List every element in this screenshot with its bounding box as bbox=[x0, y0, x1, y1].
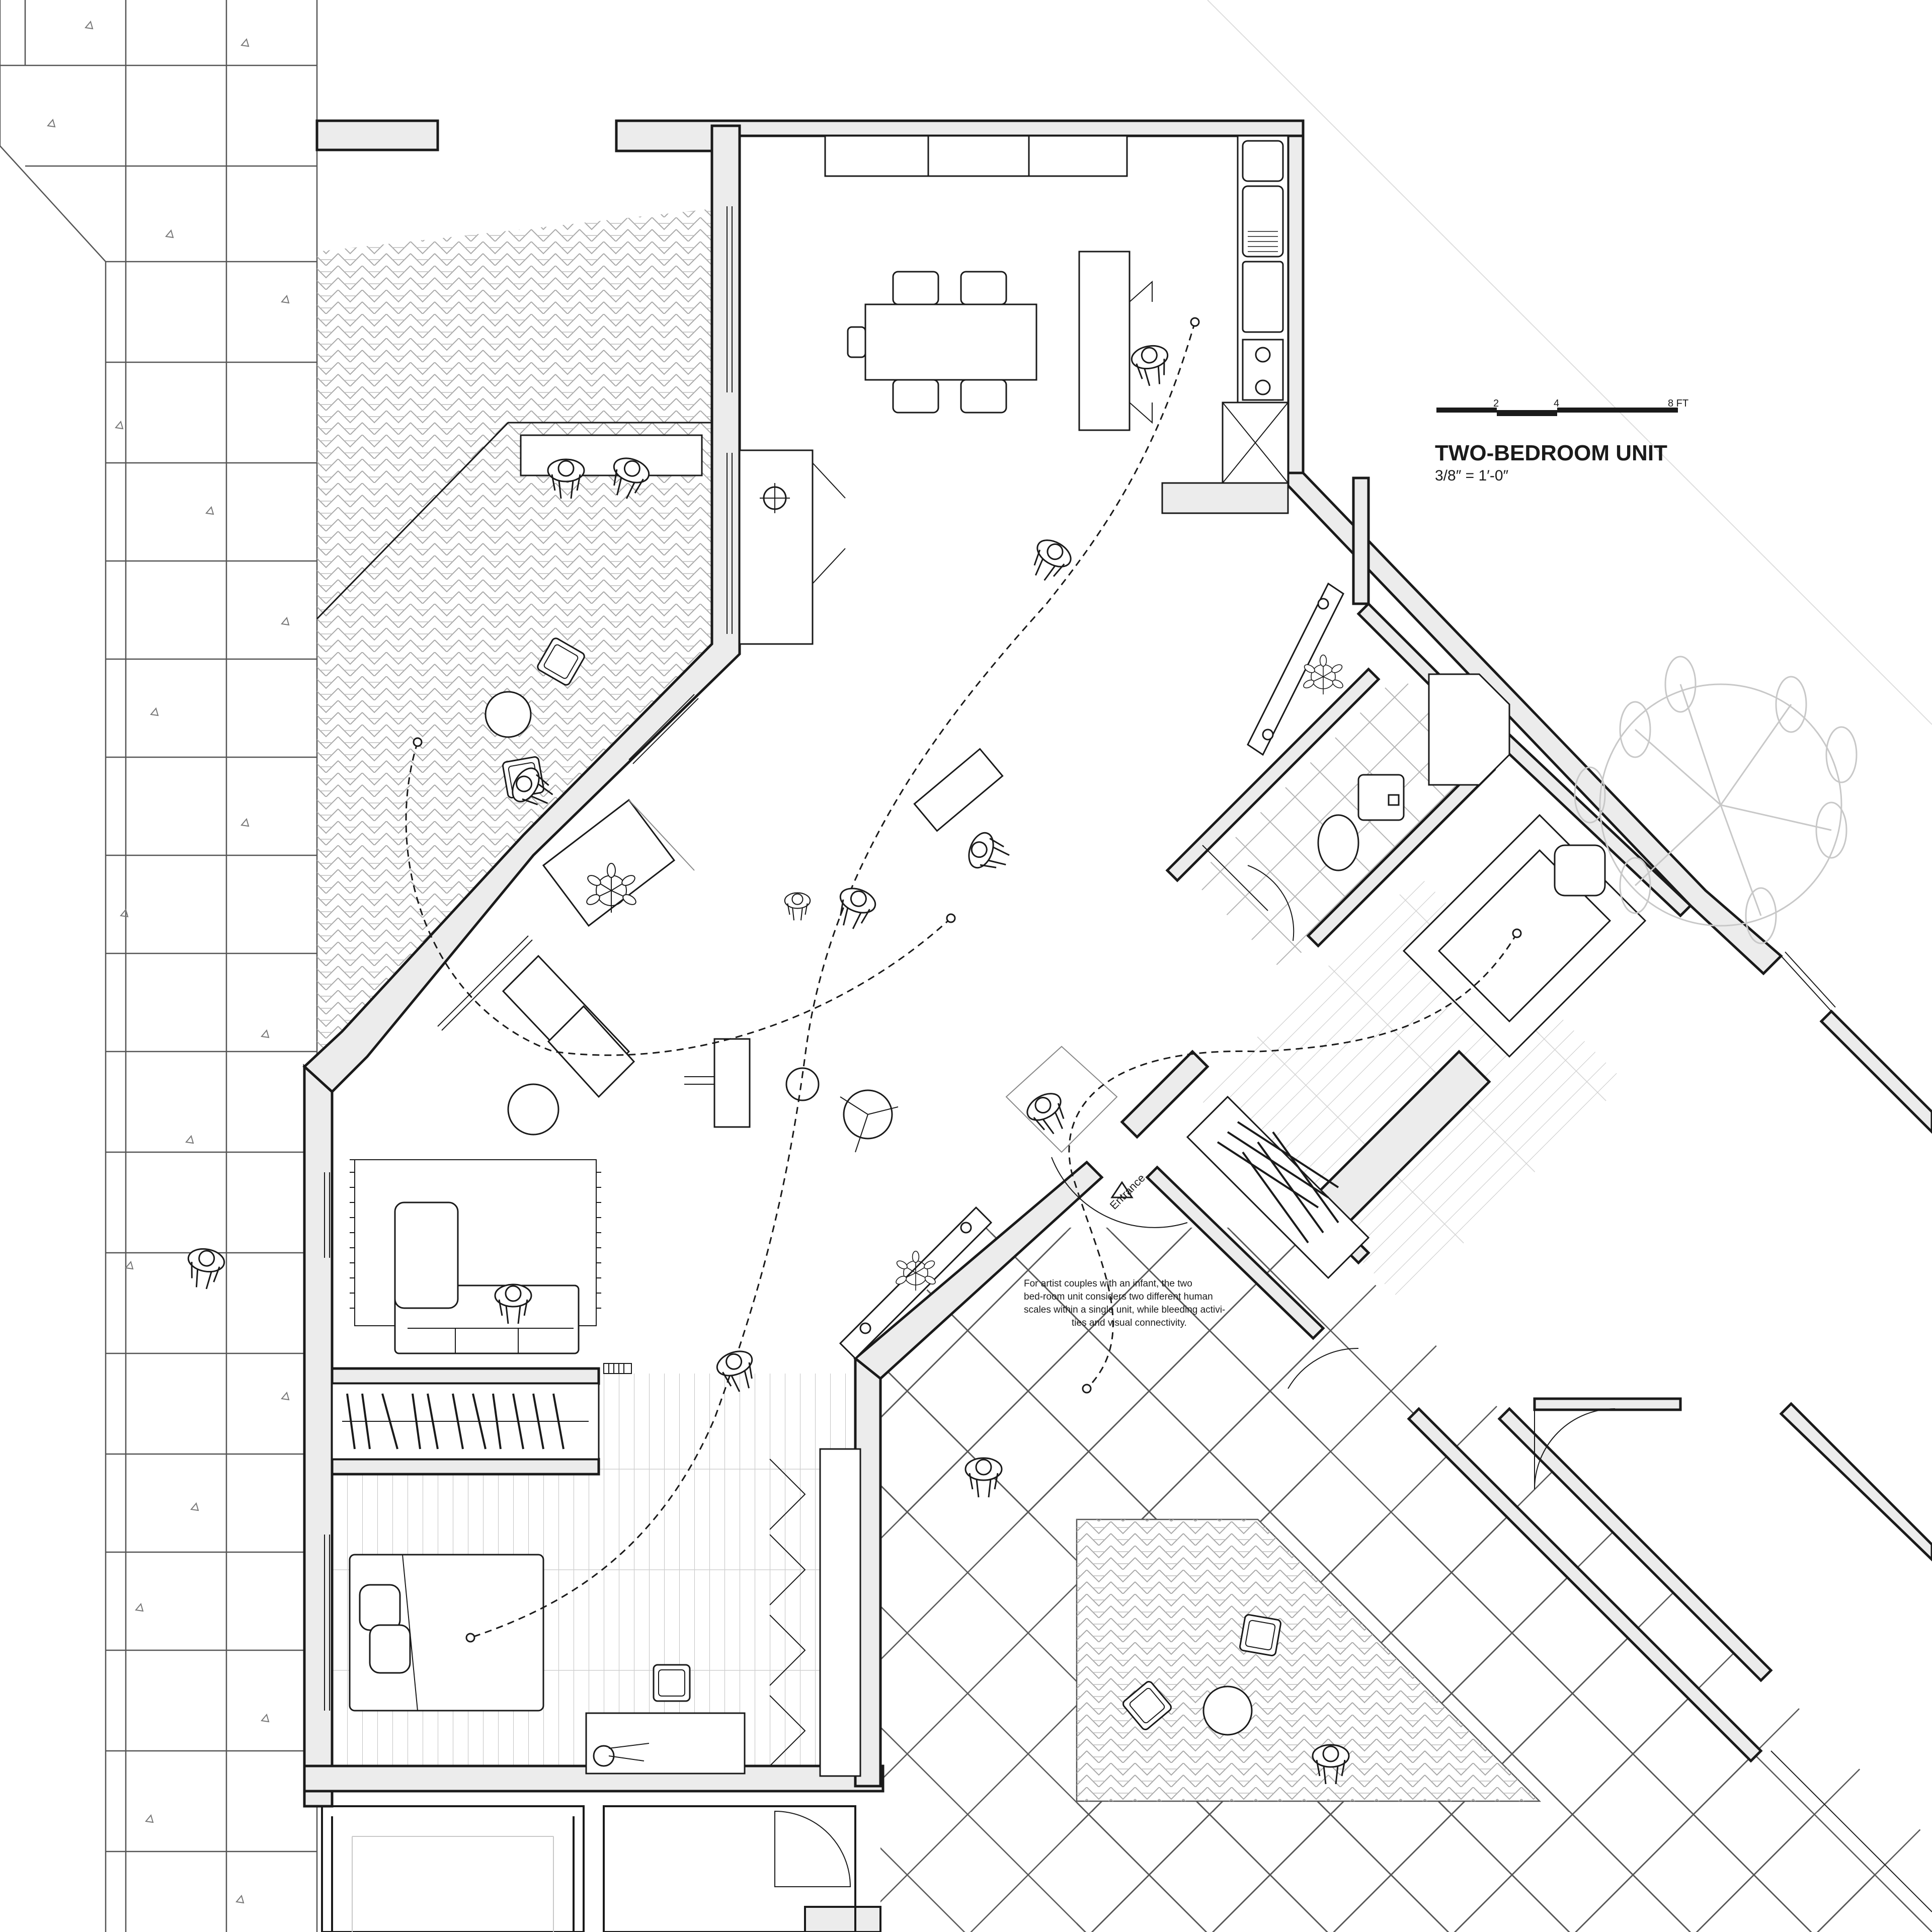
radiator bbox=[603, 1363, 632, 1374]
master-bedroom bbox=[349, 1448, 861, 1777]
scale-bar: 2 4 8 FT bbox=[1436, 398, 1688, 416]
balcony-parquet bbox=[316, 209, 714, 1062]
wardrobe bbox=[331, 1383, 600, 1460]
lounge-chair bbox=[502, 954, 635, 1098]
description: For artist couples with an infant, the t… bbox=[1024, 1278, 1225, 1328]
plan-title: TWO-BEDROOM UNIT bbox=[1435, 441, 1667, 465]
desk bbox=[585, 1712, 746, 1775]
entrance-label: Entrance bbox=[1107, 1172, 1148, 1212]
sink bbox=[1242, 185, 1284, 258]
scale-tick-4: 4 bbox=[1554, 398, 1559, 409]
windows bbox=[324, 206, 1932, 1912]
hearth bbox=[739, 449, 846, 645]
description-line: ties and visual connectivity. bbox=[1072, 1318, 1187, 1328]
dining-table bbox=[864, 303, 1037, 381]
lower-terrace-parquet bbox=[1076, 1518, 1542, 1802]
description-line: bed-room unit considers two different hu… bbox=[1024, 1292, 1213, 1302]
closet bbox=[1186, 1095, 1370, 1279]
site-line bbox=[1207, 0, 1932, 725]
scale-note: 3/8″ = 1′-0″ bbox=[1435, 467, 1508, 484]
dining-set bbox=[847, 271, 1037, 414]
planter bbox=[542, 798, 695, 927]
exterior-tiles bbox=[880, 1228, 1932, 1932]
doors bbox=[774, 1347, 1616, 1932]
exterior-paving bbox=[0, 0, 318, 1932]
living-furniture bbox=[507, 748, 1004, 1153]
path-endpoints bbox=[413, 317, 1522, 1643]
kitchen bbox=[824, 135, 1289, 514]
terrace-furniture bbox=[485, 434, 703, 799]
lower-rooms bbox=[321, 1805, 856, 1932]
lower-terrace-furniture bbox=[1120, 1613, 1282, 1736]
entry-planters bbox=[839, 582, 1345, 1360]
bathroom bbox=[1202, 673, 1510, 941]
scale-tick-2: 2 bbox=[1493, 398, 1499, 409]
circulation-paths bbox=[405, 321, 1518, 1639]
entrance[interactable] bbox=[1005, 1045, 1188, 1228]
nursery bbox=[1402, 814, 1647, 1058]
description-line: scales within a single unit, while bleed… bbox=[1024, 1305, 1225, 1315]
kitchen-island bbox=[1078, 251, 1131, 431]
living-room bbox=[350, 1159, 601, 1354]
scale-tick-8: 8 FT bbox=[1668, 398, 1688, 409]
sink bbox=[1242, 140, 1284, 182]
tree bbox=[1574, 656, 1858, 944]
description-line: For artist couples with an infant, the t… bbox=[1024, 1278, 1192, 1289]
